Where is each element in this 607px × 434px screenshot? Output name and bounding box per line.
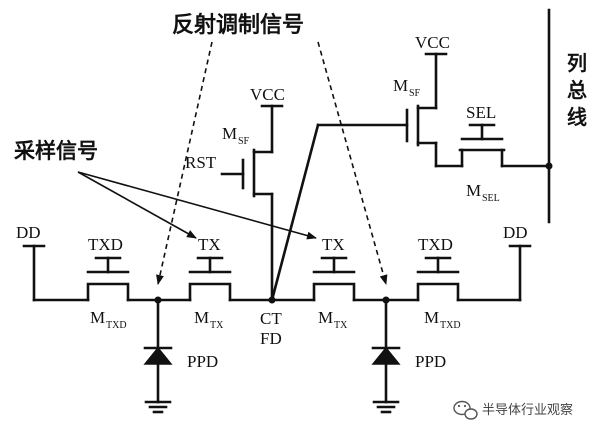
feedback-arrow-right	[317, 41, 388, 285]
msf-left-main: M	[222, 124, 237, 143]
mtxd-right-main: M	[424, 308, 439, 327]
msf-right-main: M	[393, 76, 408, 95]
watermark-text: 半导体行业观察	[482, 403, 573, 418]
sel-gate-label: SEL	[466, 103, 496, 122]
tx-right-gate-label: TX	[322, 235, 345, 254]
ppd-right-label: PPD	[415, 352, 446, 371]
mtx-left-sub: TX	[210, 320, 224, 331]
photodiode-right: PPD	[371, 298, 446, 414]
ct-node-label: CT	[260, 309, 282, 328]
mtxd-right-sub: TXD	[440, 320, 461, 331]
source-follower-right: VCC M SF	[316, 33, 450, 168]
txd-right-gate-label: TXD	[418, 235, 453, 254]
msel-sub: SEL	[482, 193, 500, 204]
select-transistor: SEL M SEL	[434, 103, 553, 204]
column-bus-label: 列 总 线	[567, 51, 587, 129]
svg-text:总: 总	[567, 78, 587, 102]
fd-node-label: FD	[260, 329, 282, 348]
svg-text:列: 列	[567, 51, 587, 75]
vcc-left-label: VCC	[250, 85, 285, 104]
sampling-arrow-right	[77, 171, 317, 240]
vcc-right-label: VCC	[415, 33, 450, 52]
tx-left-gate-label: TX	[198, 235, 221, 254]
reset-transistor: VCC M SF RST	[185, 85, 285, 302]
sampling-arrow-left	[77, 171, 197, 239]
msf-right-sub: SF	[409, 88, 421, 99]
msel-main: M	[466, 181, 481, 200]
pixel-row: DD DD TXD	[16, 223, 532, 348]
mtx-left-main: M	[194, 308, 209, 327]
rst-gate-label: RST	[185, 153, 217, 172]
msf-left-sub: SF	[238, 136, 250, 147]
mtx-right-main: M	[318, 308, 333, 327]
ppd-left-label: PPD	[187, 352, 218, 371]
wechat-icon	[453, 400, 478, 420]
mtx-right-sub: TX	[334, 320, 348, 331]
txd-left-gate-label: TXD	[88, 235, 123, 254]
fd-to-msf-wire	[270, 123, 320, 302]
photodiode-left: PPD	[143, 298, 218, 414]
svg-text:线: 线	[567, 105, 587, 129]
dd-right-label: DD	[503, 223, 528, 242]
watermark: 半导体行业观察	[453, 400, 573, 420]
dd-left-label: DD	[16, 223, 41, 242]
mtxd-left-sub: TXD	[106, 320, 127, 331]
sampling-signal-title: 采样信号	[14, 139, 98, 163]
feedback-signal-title: 反射调制信号	[172, 12, 304, 38]
mtxd-left-main: M	[90, 308, 105, 327]
